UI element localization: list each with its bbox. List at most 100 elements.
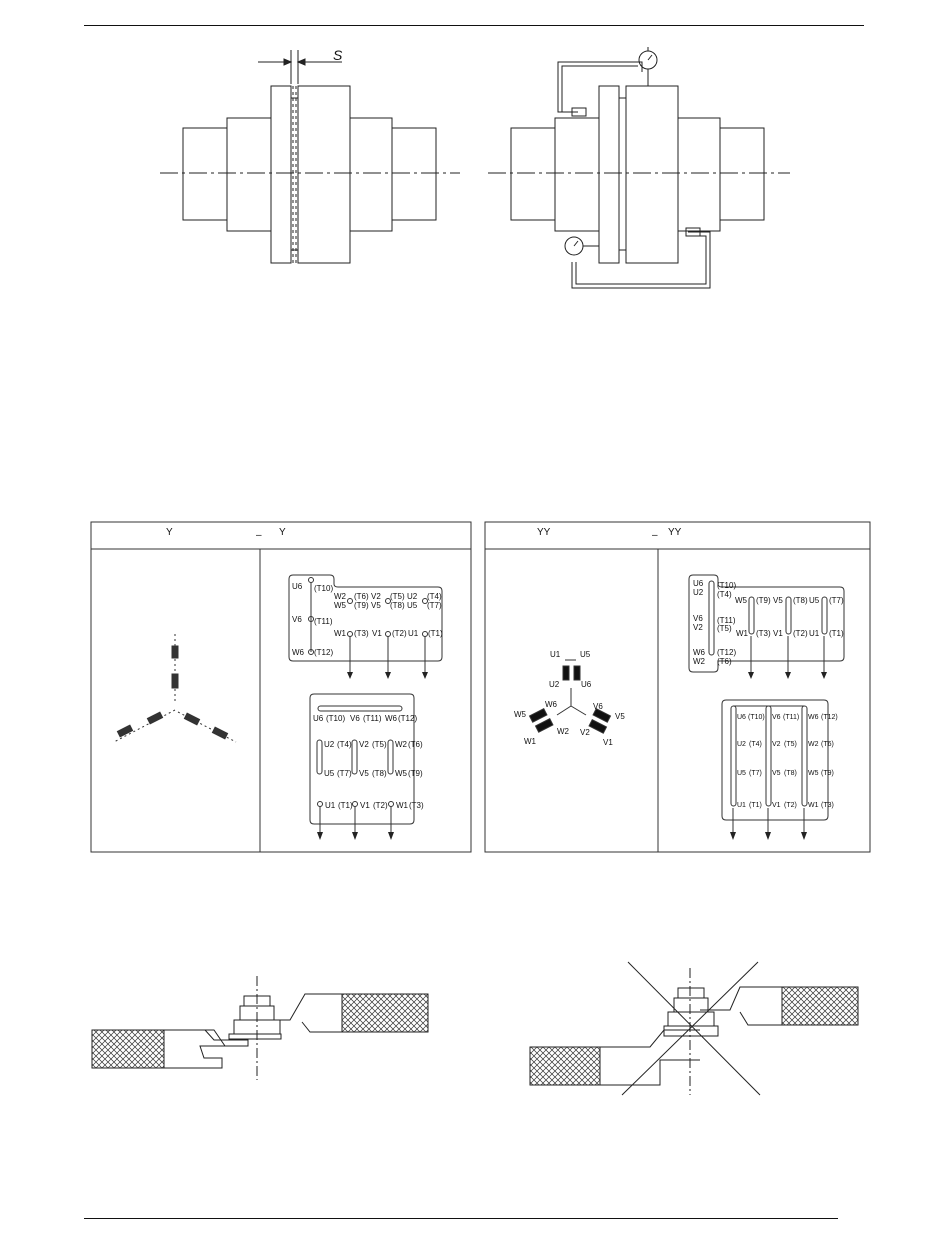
terminal-label: V5 — [773, 596, 783, 605]
terminal-label: U6 — [313, 714, 324, 723]
winding-label: W5 — [514, 710, 526, 719]
terminal-tag: (T3) — [409, 801, 424, 810]
terminal-label: U1 — [809, 629, 820, 638]
terminal-tag: (T4) — [749, 741, 762, 748]
terminal-tag: (T6) — [354, 592, 369, 601]
terminal-tag: (T6) — [408, 740, 423, 749]
dstar-bottom-box — [721, 699, 829, 821]
terminal-label: V6 — [350, 714, 360, 723]
winding-label: W6 — [545, 700, 557, 709]
star-header-symbol-left: Y — [166, 527, 173, 538]
terminal-label: U6 — [693, 579, 704, 588]
star-winding-diagram — [113, 634, 237, 743]
star-header-symbol-right: Y — [279, 527, 286, 538]
terminal-tag: (T4) — [717, 590, 732, 599]
terminal-tag: (T11) — [363, 714, 382, 723]
terminal-tag: (T8) — [390, 601, 405, 610]
terminal-tag: (T3) — [821, 802, 834, 809]
terminal-tag: (T7) — [427, 601, 442, 610]
winding-label: U2 — [549, 680, 560, 689]
terminal-label: U5 — [407, 601, 418, 610]
star-header-dash: – — [256, 530, 262, 541]
gap-dimension-label: S — [333, 47, 343, 63]
terminal-tag: (T8) — [784, 770, 797, 777]
terminal-tag: (T2) — [784, 802, 797, 809]
terminal-tag: (T9) — [408, 769, 423, 778]
terminal-label: W5 — [334, 601, 346, 610]
winding-label: V1 — [603, 738, 613, 747]
terminal-label: W2 — [334, 592, 346, 601]
winding-label: U5 — [580, 650, 591, 659]
terminal-tag: (T3) — [354, 629, 369, 638]
terminal-label: U1 — [737, 802, 746, 809]
terminal-tag: (T12) — [398, 714, 418, 723]
terminal-label: U2 — [324, 740, 335, 749]
winding-label: V2 — [580, 728, 590, 737]
terminal-tag: (T7) — [829, 596, 844, 605]
terminal-tag: (T11) — [783, 714, 800, 721]
terminal-tag: (T6) — [821, 741, 834, 748]
terminal-label: V6 — [693, 614, 703, 623]
terminal-tag: (T8) — [793, 596, 808, 605]
terminal-tag: (T1) — [829, 629, 844, 638]
bottom-rule — [84, 1218, 838, 1219]
terminal-tag: (T2) — [392, 629, 407, 638]
terminal-label: V5 — [359, 769, 369, 778]
terminal-label: W2 — [693, 657, 705, 666]
terminal-label: W6 — [693, 648, 705, 657]
terminal-label: W2 — [395, 740, 407, 749]
terminal-label: W2 — [808, 741, 819, 748]
terminal-label: V6 — [292, 615, 302, 624]
terminal-tag: (T10) — [717, 581, 737, 590]
terminal-label: W5 — [735, 596, 747, 605]
terminal-tag: (T2) — [373, 801, 388, 810]
terminal-tag: (T12) — [314, 648, 334, 657]
coupling-alignment-drawing — [488, 47, 790, 289]
terminal-label: U2 — [737, 741, 746, 748]
terminal-label: V5 — [371, 601, 381, 610]
coupling-gap-drawing — [160, 50, 460, 264]
star-bottom-box — [309, 693, 415, 825]
terminal-tag: (T9) — [354, 601, 369, 610]
terminal-tag: (T1) — [749, 802, 762, 809]
terminal-tag: (T7) — [749, 770, 762, 777]
terminal-tag: (T3) — [756, 629, 771, 638]
terminal-tag: (T9) — [821, 770, 834, 777]
terminal-label: U5 — [737, 770, 746, 777]
terminal-label: U1 — [408, 629, 419, 638]
dstar-header-symbol-right: YY — [668, 527, 682, 538]
terminal-tag: (T10) — [314, 584, 334, 593]
terminal-label: U2 — [693, 588, 704, 597]
dstar-top-box — [688, 574, 845, 673]
dstar-header-symbol-left: YY — [537, 527, 551, 538]
terminal-tag: (T1) — [428, 629, 443, 638]
terminal-label: U2 — [407, 592, 418, 601]
terminal-label: U5 — [324, 769, 335, 778]
terminal-tag: (T10) — [326, 714, 346, 723]
dstar-header-dash: – — [652, 530, 658, 541]
winding-label: W1 — [524, 737, 536, 746]
double-star-winding-diagram — [528, 659, 612, 734]
terminal-label: V1 — [372, 629, 382, 638]
terminal-label: U6 — [292, 582, 303, 591]
terminal-tag: (T5) — [717, 624, 732, 633]
terminal-label: W6 — [808, 714, 819, 721]
terminal-tag: (T4) — [337, 740, 352, 749]
terminal-label: W5 — [808, 770, 819, 777]
terminal-label: V5 — [772, 770, 781, 777]
terminal-tag: (T12) — [717, 648, 737, 657]
terminal-label: W6 — [385, 714, 397, 723]
winding-label: U6 — [581, 680, 592, 689]
winding-label: W2 — [557, 727, 569, 736]
top-rule — [84, 25, 864, 26]
star-top-box — [288, 574, 443, 662]
terminal-label: W5 — [395, 769, 407, 778]
terminal-tag: (T12) — [821, 714, 838, 721]
terminal-label: U6 — [737, 714, 746, 721]
terminal-tag: (T6) — [717, 657, 732, 666]
terminal-label: W1 — [736, 629, 748, 638]
panel-dstar-frame — [484, 521, 871, 853]
terminal-label: W1 — [396, 801, 408, 810]
terminal-label: V2 — [693, 623, 703, 632]
